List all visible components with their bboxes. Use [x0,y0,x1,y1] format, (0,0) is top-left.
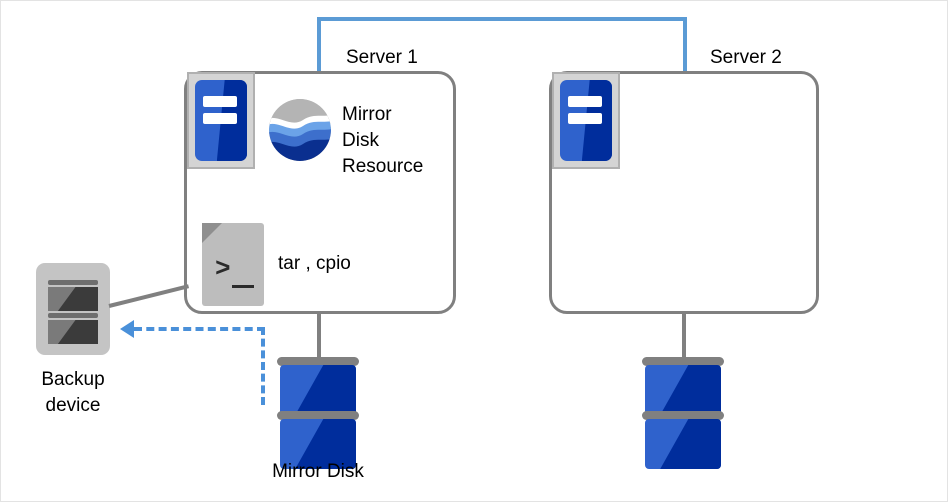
mirror-disk-label: Mirror Disk [272,461,364,482]
disk-drum-upper [645,365,721,415]
disk-drum-shade [295,365,356,415]
server-icon-body [560,80,612,161]
backup-device-connector-line [108,284,190,308]
disk-plate-top [642,357,724,366]
backup-slab-upper [47,287,99,311]
mirror-disk-resource-line-1: Mirror [342,104,392,125]
backup-data-flow-horizontal [134,327,265,331]
mirror-disk-stack-1 [277,357,359,469]
server-2-label: Server 2 [710,47,782,68]
backup-slab-shade [57,287,99,311]
disk-plate-middle [277,411,359,420]
server-2-box[interactable] [549,71,819,314]
backup-data-flow-arrowhead [120,320,134,338]
disk-drum-shade [660,365,721,415]
backup-device-icon [36,263,110,355]
disk-plate-middle [642,411,724,420]
interconnect-top-segment [317,17,687,21]
backup-tray-top [47,280,99,285]
disk-plate-top [277,357,359,366]
server-unit-icon-1 [187,72,255,169]
script-icon-prompt-chevron: > [215,254,231,284]
mirror-disk-resource-line-3: Resource [342,156,424,177]
server-icon-body [195,80,247,161]
backup-slab-shade [57,320,99,344]
mirror-disk-resource-globe-icon [269,99,331,161]
server-2-disk-connector [682,313,686,359]
backup-tray-middle [47,313,99,318]
script-icon-cursor [232,285,254,288]
server-1-disk-connector [317,313,321,359]
backup-command-label: tar , cpio [278,253,351,274]
backup-data-flow-vertical [261,327,265,405]
script-icon-fold [202,223,222,243]
disk-drum-lower [645,419,721,469]
backup-device-label-line-2: device [45,395,101,416]
disk-drum-upper [280,365,356,415]
server-unit-icon-2 [552,72,620,169]
server-icon-bar-bottom [203,113,237,124]
globe-svg [269,99,331,161]
backup-device-label-line-1: Backup [41,369,105,390]
server-icon-bar-bottom [568,113,602,124]
interconnect-left-segment [317,19,321,73]
interconnect-right-segment [683,19,687,73]
disk-drum-shade [660,419,721,469]
script-terminal-icon: > [202,223,264,306]
server-1-label: Server 1 [346,47,418,68]
disk-drum-lower [280,419,356,469]
backup-slab-lower [47,320,99,344]
mirror-disk-resource-line-2: Disk [342,130,379,151]
server-icon-bar-top [203,96,237,107]
server-icon-bar-top [568,96,602,107]
mirror-disk-stack-2 [642,357,724,469]
